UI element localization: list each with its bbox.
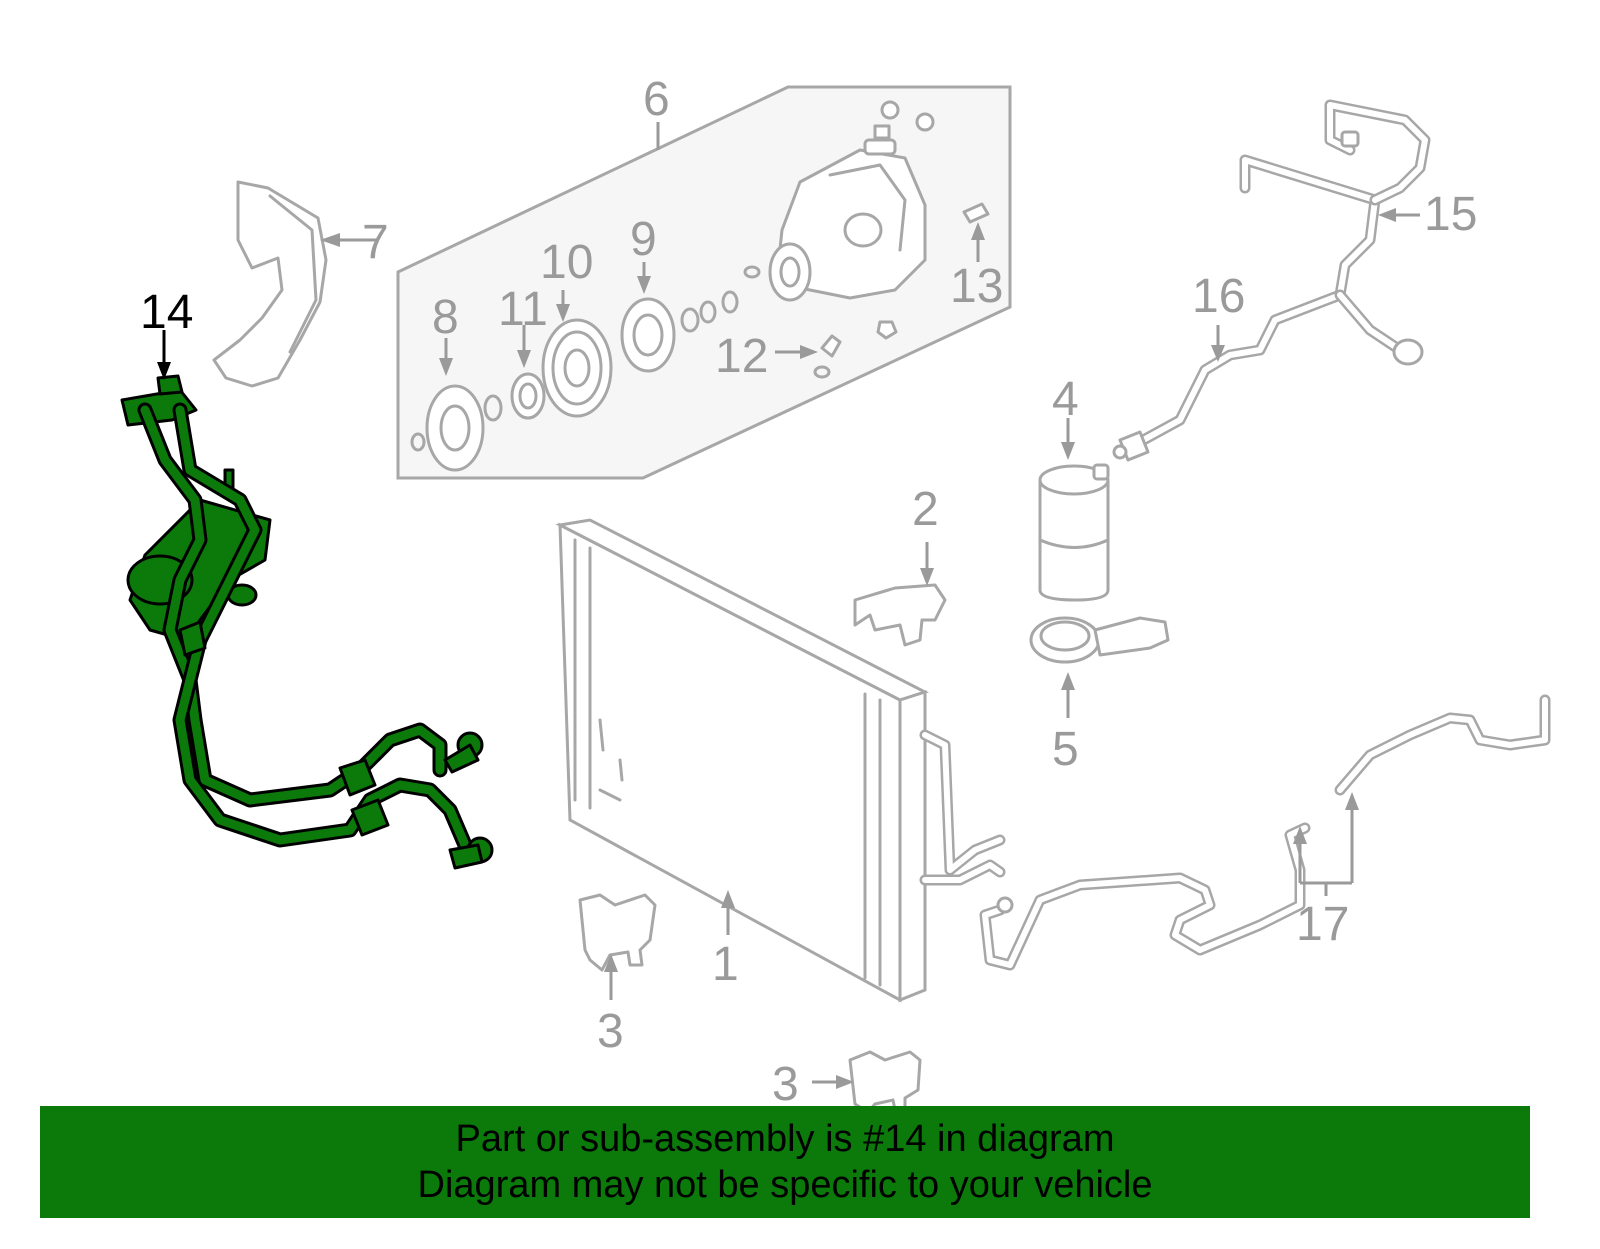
callout-15: 15 xyxy=(1424,188,1477,241)
hose-lines-upper-right xyxy=(1112,99,1431,462)
leader-arrows xyxy=(157,122,1420,1089)
banner-line-2: Diagram may not be specific to your vehi… xyxy=(417,1164,1153,1206)
callout-1: 1 xyxy=(712,938,739,991)
callout-4: 4 xyxy=(1052,373,1079,426)
callout-9: 9 xyxy=(630,213,657,266)
callout-11: 11 xyxy=(498,283,548,336)
highlighted-part-14 xyxy=(120,374,494,870)
callout-5: 5 xyxy=(1052,723,1079,776)
callout-13: 13 xyxy=(950,260,1003,313)
callout-10: 10 xyxy=(540,236,593,289)
callout-8: 8 xyxy=(432,291,459,344)
mounting-bracket xyxy=(212,180,328,388)
callout-16: 16 xyxy=(1192,270,1245,323)
compressor-assembly-group xyxy=(396,85,1012,480)
condenser-bracket-upper xyxy=(853,583,947,647)
callout-12: 12 xyxy=(715,330,768,383)
part-info-banner: Part or sub-assembly is #14 in diagram D… xyxy=(40,1106,1530,1218)
callout-3-lower: 3 xyxy=(772,1058,799,1111)
condenser-bracket-lower-a xyxy=(578,893,657,972)
callout-labels: 6 7 8 11 10 9 12 13 14 15 16 4 2 5 1 17 … xyxy=(140,73,1477,1111)
callout-6: 6 xyxy=(643,73,670,126)
receiver-drier xyxy=(1029,463,1170,664)
callout-3-lower-left: 3 xyxy=(597,1005,624,1058)
callout-7: 7 xyxy=(362,216,389,269)
hose-lines-lower-right xyxy=(979,694,1551,971)
condenser xyxy=(555,518,1006,1003)
callout-17: 17 xyxy=(1296,898,1349,951)
condenser-bracket-lower-b xyxy=(848,1050,922,1114)
callout-14: 14 xyxy=(140,286,193,339)
banner-line-1: Part or sub-assembly is #14 in diagram xyxy=(455,1118,1115,1160)
callout-2: 2 xyxy=(912,483,939,536)
